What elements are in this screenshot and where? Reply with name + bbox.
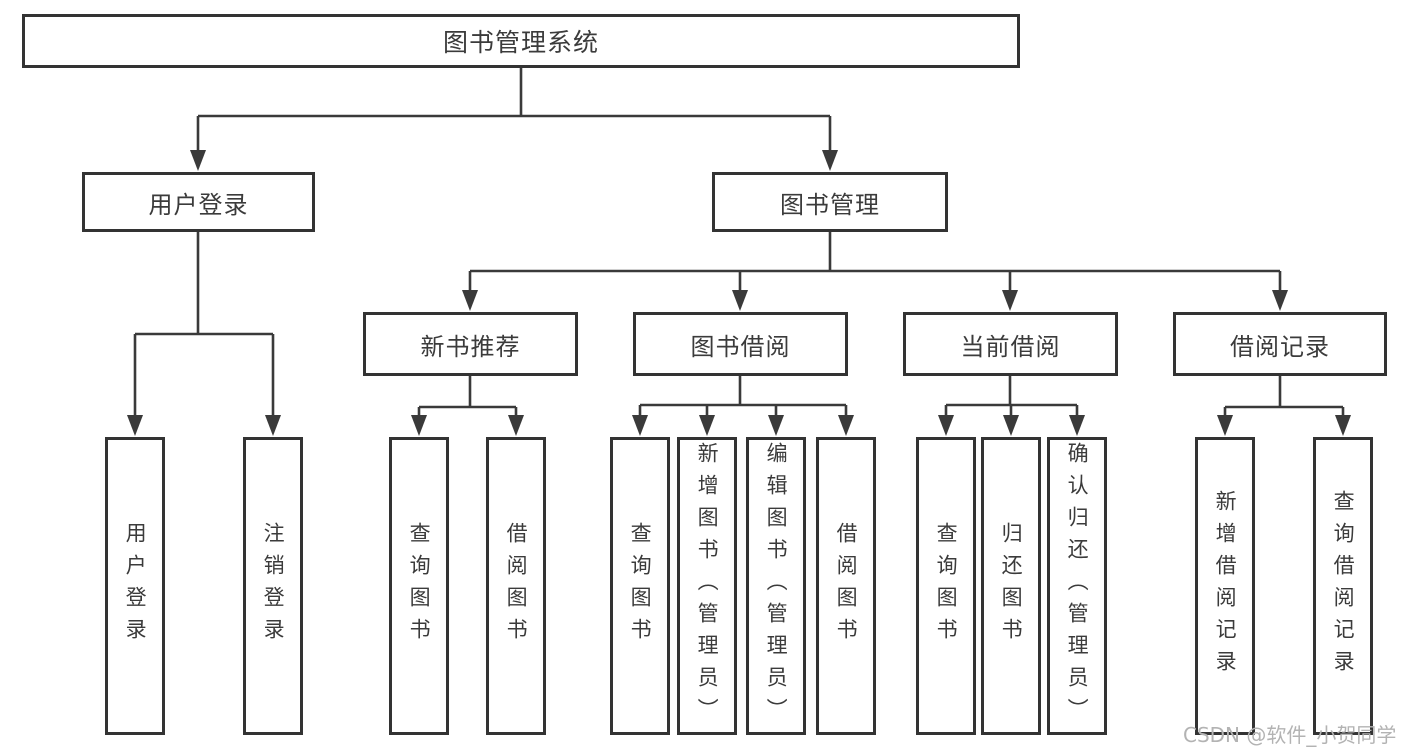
leaf-records-query-label: 查询借阅记录 <box>1331 490 1356 682</box>
leaf-records-add-label: 新增借阅记录 <box>1213 490 1238 682</box>
leaf-logout-label: 注销登录 <box>261 522 286 650</box>
node-user-login: 用户登录 <box>82 172 315 232</box>
leaf-current-confirm-return-admin: 确认归还（管理员） <box>1047 437 1107 735</box>
csdn-watermark: CSDN @软件_小贺同学 <box>1183 723 1397 747</box>
node-root-label: 图书管理系统 <box>442 28 599 57</box>
leaf-borrow-query-books: 查询图书 <box>610 437 670 735</box>
leaf-user-login-label: 用户登录 <box>123 522 148 650</box>
leaf-borrow-add-books-admin-label: 新增图书（管理员） <box>695 442 720 730</box>
leaf-borrow-borrow-books-label: 借阅图书 <box>834 522 859 650</box>
leaf-records-add: 新增借阅记录 <box>1195 437 1255 735</box>
node-current-borrow-label: 当前借阅 <box>960 332 1061 361</box>
node-new-book-recommend-label: 新书推荐 <box>420 332 521 361</box>
node-book-borrow-label: 图书借阅 <box>690 332 791 361</box>
node-borrow-records: 借阅记录 <box>1173 312 1387 376</box>
leaf-borrow-edit-books-admin: 编辑图书（管理员） <box>746 437 806 735</box>
leaf-current-confirm-return-admin-label: 确认归还（管理员） <box>1065 442 1090 730</box>
leaf-borrow-query-books-label: 查询图书 <box>628 522 653 650</box>
node-current-borrow: 当前借阅 <box>903 312 1118 376</box>
leaf-borrow-borrow-books: 借阅图书 <box>816 437 876 735</box>
node-new-book-recommend: 新书推荐 <box>363 312 578 376</box>
node-root: 图书管理系统 <box>22 14 1020 68</box>
node-book-borrow: 图书借阅 <box>633 312 848 376</box>
leaf-user-login: 用户登录 <box>105 437 165 735</box>
node-user-login-label: 用户登录 <box>148 190 249 219</box>
leaf-current-query-books-label: 查询图书 <box>934 522 959 650</box>
leaf-logout: 注销登录 <box>243 437 303 735</box>
leaf-borrow-add-books-admin: 新增图书（管理员） <box>677 437 737 735</box>
node-borrow-records-label: 借阅记录 <box>1230 332 1330 361</box>
leaf-recommend-query-books-label: 查询图书 <box>407 522 432 650</box>
leaf-current-return-books-label: 归还图书 <box>999 522 1024 650</box>
leaf-recommend-query-books: 查询图书 <box>389 437 449 735</box>
node-book-management-label: 图书管理 <box>780 190 880 219</box>
node-book-management: 图书管理 <box>712 172 948 232</box>
leaf-borrow-edit-books-admin-label: 编辑图书（管理员） <box>764 442 789 730</box>
leaf-current-return-books: 归还图书 <box>981 437 1041 735</box>
leaf-records-query: 查询借阅记录 <box>1313 437 1373 735</box>
leaf-recommend-borrow-books: 借阅图书 <box>486 437 546 735</box>
leaf-recommend-borrow-books-label: 借阅图书 <box>504 522 529 650</box>
leaf-current-query-books: 查询图书 <box>916 437 976 735</box>
